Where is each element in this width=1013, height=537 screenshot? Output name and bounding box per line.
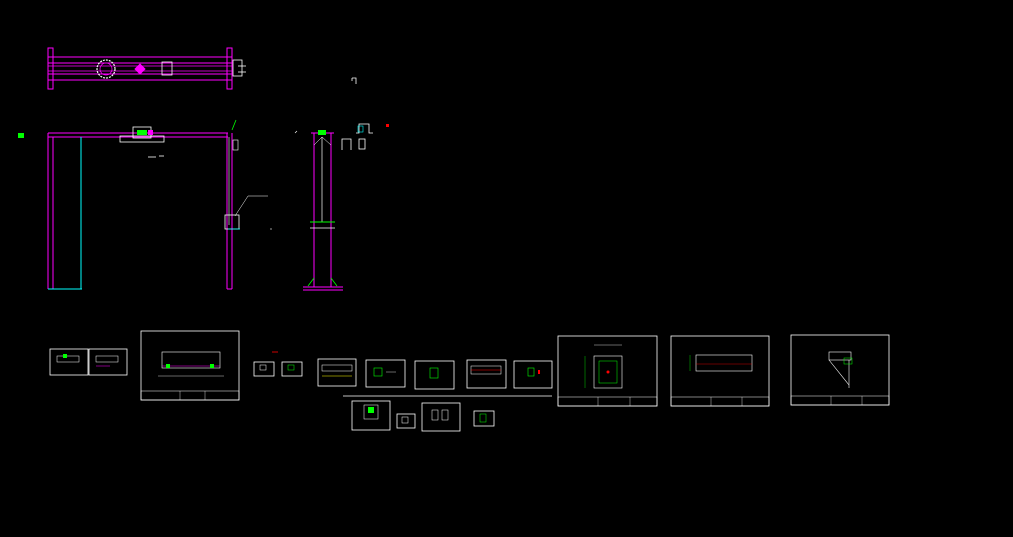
sheet-thumb[interactable] xyxy=(317,358,357,387)
sheet-thumb[interactable] xyxy=(365,359,406,388)
sheet-thumbnails xyxy=(49,330,890,432)
sheet-thumb[interactable] xyxy=(670,335,770,407)
top-plan-view xyxy=(47,47,246,90)
sheet-thumb[interactable] xyxy=(466,359,507,389)
sheet-thumb[interactable] xyxy=(557,335,658,407)
sheet-thumb[interactable] xyxy=(513,360,553,389)
sheet-thumb[interactable] xyxy=(421,402,461,432)
sheet-thumb[interactable] xyxy=(396,413,416,429)
sheet-thumb[interactable] xyxy=(790,334,890,406)
sheet-thumb[interactable] xyxy=(140,330,240,401)
sheet-thumb[interactable] xyxy=(414,360,455,390)
sheet-thumb[interactable] xyxy=(281,361,303,377)
front-elevation-view xyxy=(18,119,298,290)
sheet-thumb[interactable] xyxy=(473,410,495,427)
sheet-thumb[interactable] xyxy=(88,348,128,376)
sheet-thumb[interactable] xyxy=(351,400,391,431)
top-marker-symbol xyxy=(351,77,357,84)
sheet-thumb[interactable] xyxy=(253,361,275,377)
side-elevation-view xyxy=(303,130,343,291)
sheet-thumb[interactable] xyxy=(49,348,89,376)
bracket-details xyxy=(341,123,389,150)
